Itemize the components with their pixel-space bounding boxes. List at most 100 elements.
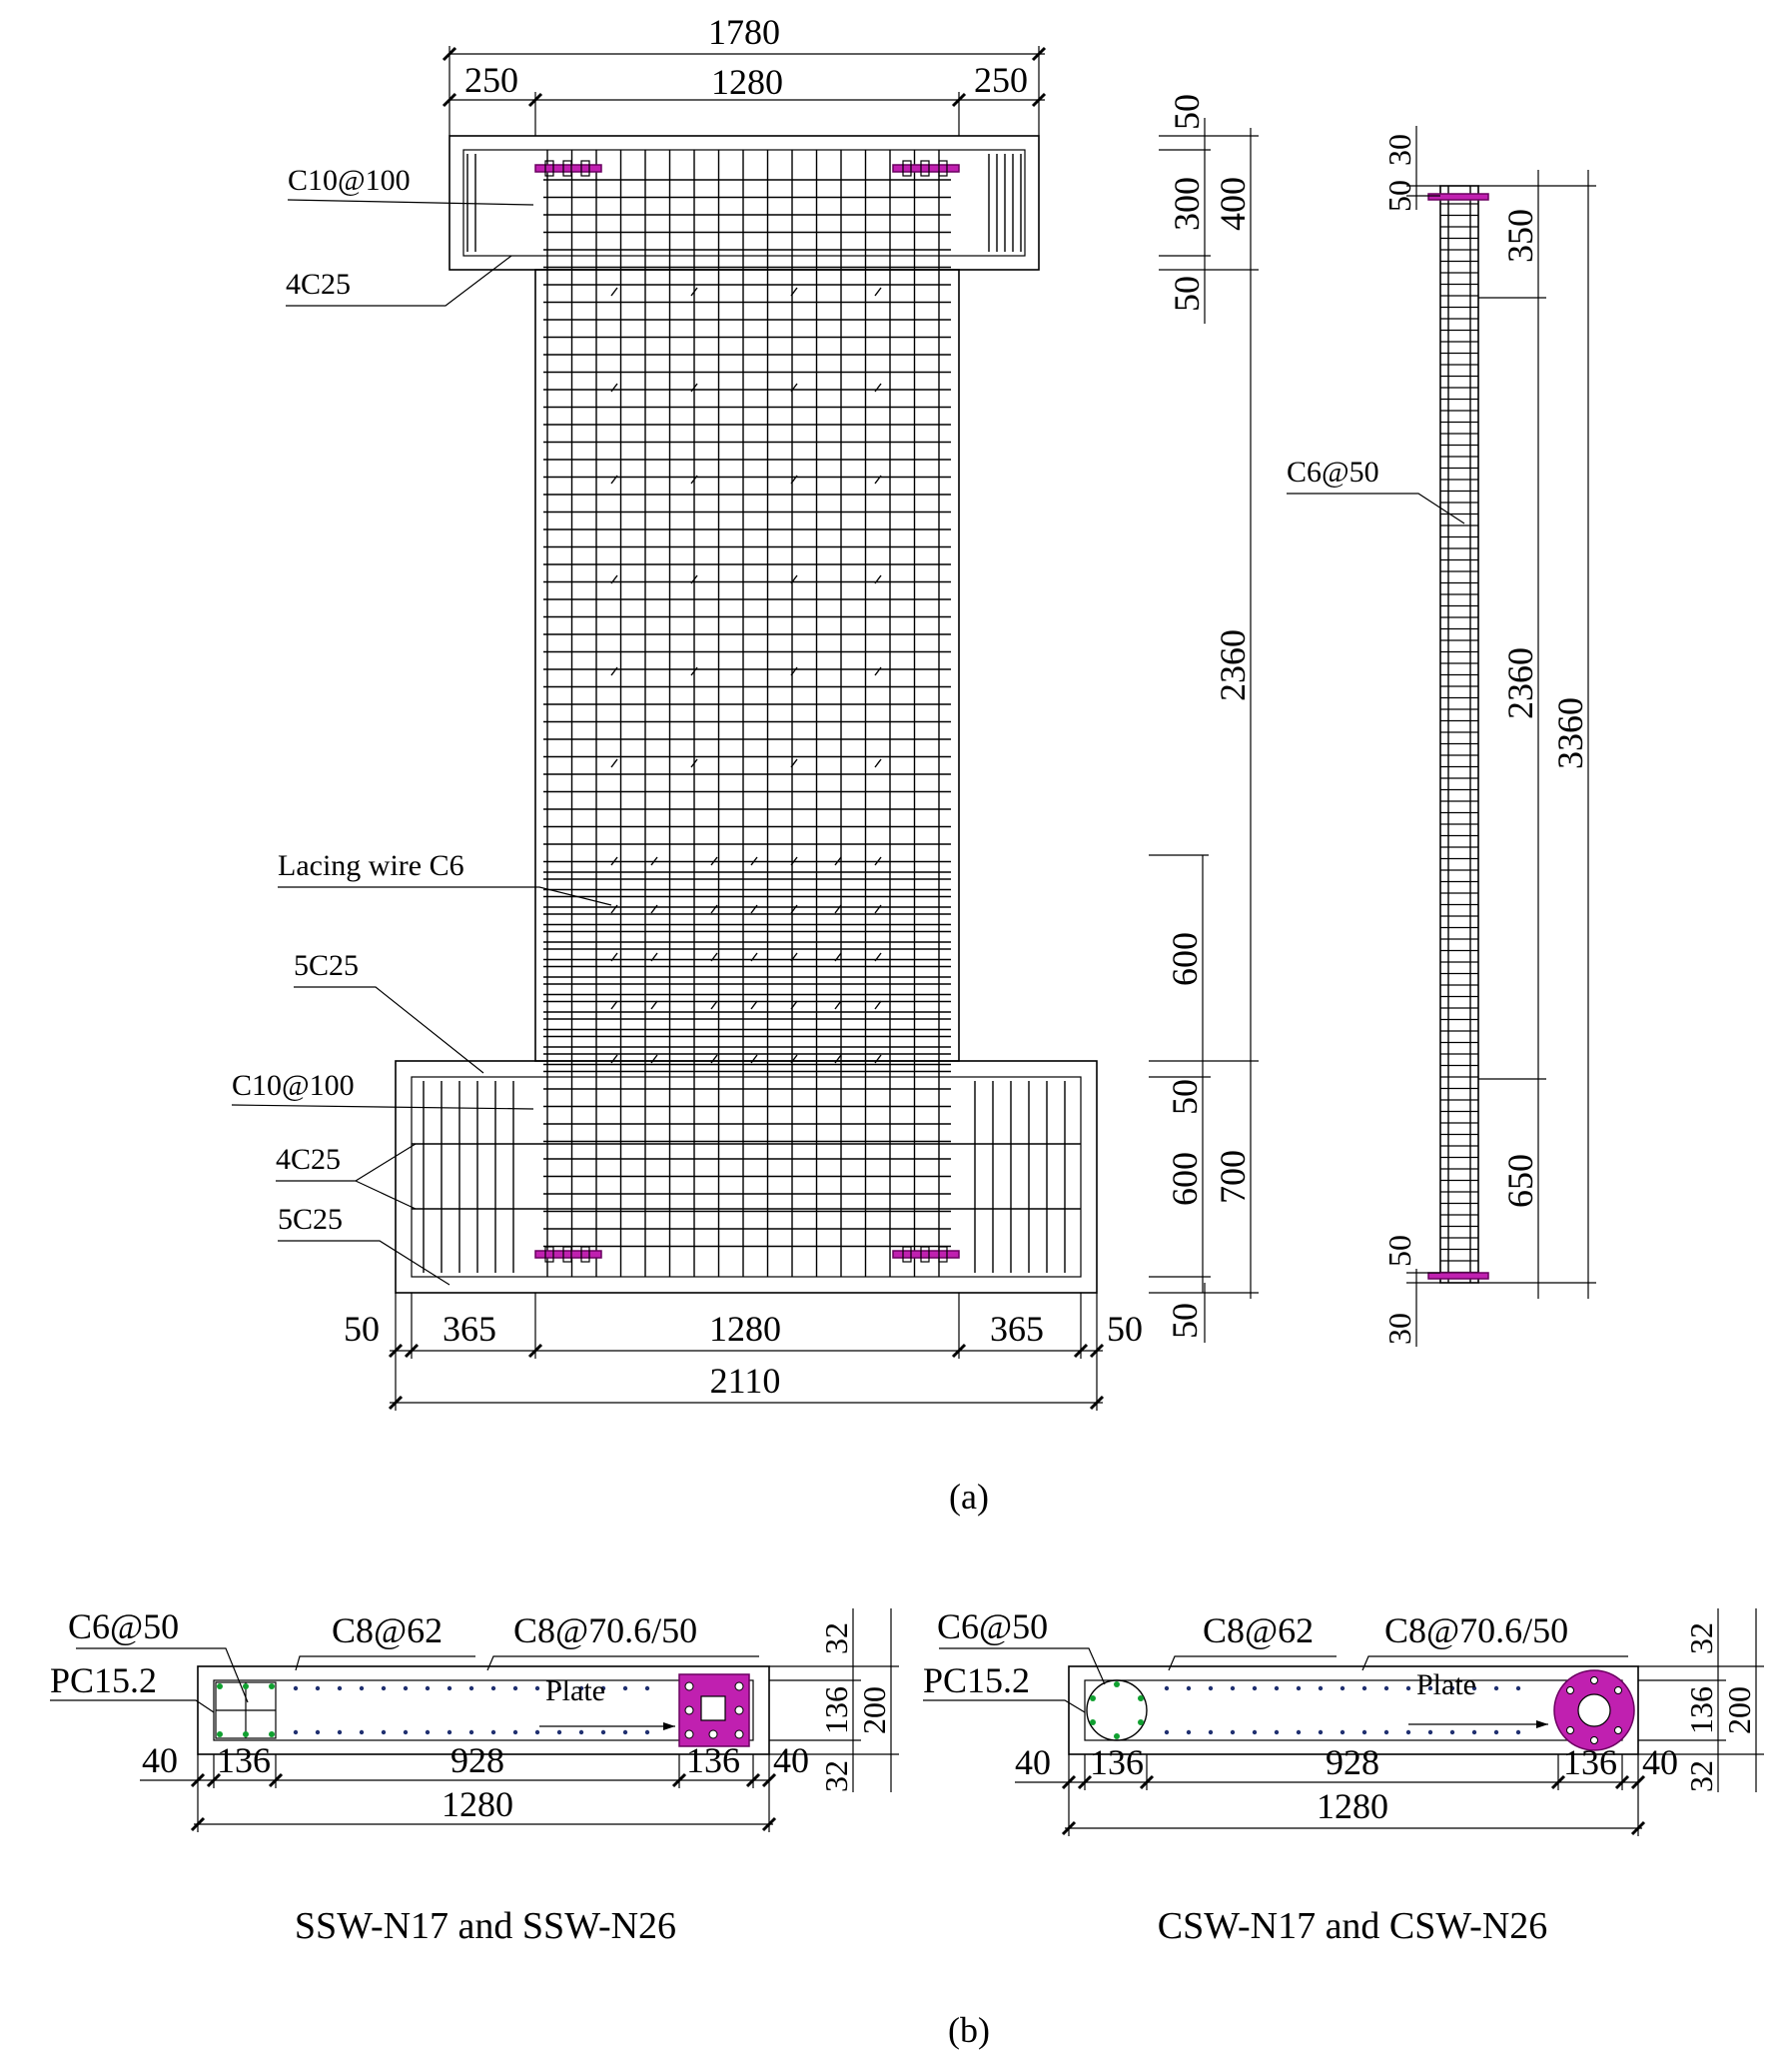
csw-dim-b: 32 — [1683, 1760, 1719, 1792]
csw-label-bar2: C8@70.6/50 — [1384, 1610, 1568, 1650]
lacing-tick — [710, 1000, 718, 1010]
ssw-title: SSW-N17 and SSW-N26 — [295, 1905, 676, 1947]
strand-dot — [269, 1683, 275, 1689]
bar-dot — [1449, 1729, 1455, 1735]
bar-dot — [1252, 1685, 1258, 1691]
bar-dot — [1361, 1685, 1367, 1691]
leader-c10-bottom — [231, 1104, 534, 1110]
leader-4c25-lower-b — [355, 1180, 417, 1210]
lacing-tick — [874, 758, 882, 768]
ssw-label-plate: Plate — [545, 1674, 605, 1707]
lacing-tick — [610, 856, 618, 866]
section-csw: C6@50 PC15.2 C8@62 C8@70.6/50 Plate 40 1… — [923, 1606, 1764, 1947]
lacing-tick — [790, 904, 798, 914]
elevation-dims-right: 50 300 400 50 2360 600 50 600 700 50 — [1149, 94, 1259, 1343]
bar-dot — [1405, 1729, 1411, 1735]
lacing-tick — [750, 952, 758, 962]
bar-dot — [600, 1685, 606, 1691]
lacing-tick — [790, 1000, 798, 1010]
csw-leader-bar1 — [1168, 1655, 1337, 1671]
bar-dot — [534, 1685, 540, 1691]
bar-dot — [534, 1729, 540, 1735]
base-beam-stirrup-frame — [411, 1076, 1082, 1278]
ssw-bar-dots — [217, 1683, 650, 1737]
bar-dot — [490, 1685, 496, 1691]
label-c10-bottom: C10@100 — [232, 1069, 355, 1102]
bar-dot — [556, 1685, 562, 1691]
lacing-tick — [790, 475, 798, 485]
strand-dot — [269, 1731, 275, 1737]
dim-right-base-inner: 600 — [1165, 1152, 1205, 1206]
strand-dot — [1138, 1719, 1144, 1725]
csw-bar-dots — [1090, 1681, 1521, 1739]
bar-dot — [315, 1685, 321, 1691]
dim-right-top-cover: 50 — [1167, 94, 1207, 130]
bar-dot — [1383, 1729, 1389, 1735]
bar-dot — [578, 1729, 584, 1735]
bar-dot — [1208, 1685, 1214, 1691]
side-plate-bottom — [1427, 1272, 1489, 1280]
side-wall-outline — [1439, 185, 1479, 1284]
bar-dot — [1164, 1729, 1170, 1735]
ssw-leader-stirrup — [76, 1647, 249, 1703]
lacing-tick — [610, 574, 618, 584]
lacing-tick — [750, 856, 758, 866]
wall-side-view: C6@50 30 50 50 30 350 2360 650 3360 — [1287, 126, 1596, 1347]
dim-right-cover2: 50 — [1167, 276, 1207, 312]
side-dim-bottom-a: 50 — [1381, 1235, 1417, 1267]
bar-dot — [1361, 1729, 1367, 1735]
lacing-wire-ticks — [610, 287, 882, 1064]
bar-dot — [1383, 1685, 1389, 1691]
csw-steel-plate — [1553, 1669, 1635, 1751]
bar-dot — [578, 1685, 584, 1691]
bar-dot — [1230, 1729, 1236, 1735]
lacing-tick — [790, 574, 798, 584]
dim-top-left: 250 — [464, 60, 518, 100]
anchor-plate-bottom-right — [892, 1246, 960, 1263]
lacing-tick — [874, 383, 882, 393]
dim-top-mid: 1280 — [711, 62, 783, 102]
bar-dot — [644, 1729, 650, 1735]
ssw-dim-b1: 136 — [217, 1740, 271, 1780]
ssw-dim-b: 32 — [818, 1760, 854, 1792]
bar-dot — [1186, 1729, 1192, 1735]
label-c10-top: C10@100 — [288, 164, 411, 197]
lacing-tick — [874, 1054, 882, 1064]
csw-dim-c1: 40 — [1015, 1742, 1051, 1782]
ssw-leader-bar1 — [295, 1655, 475, 1671]
side-dim-top: 350 — [1500, 209, 1540, 263]
bar-dot — [1515, 1685, 1521, 1691]
strand-dot — [1138, 1695, 1144, 1701]
lacing-tick — [650, 1000, 658, 1010]
bar-dot — [1296, 1685, 1302, 1691]
lacing-tick — [610, 1000, 618, 1010]
bar-dot — [1164, 1685, 1170, 1691]
bar-dot — [381, 1729, 387, 1735]
leader-5c25-upper — [294, 986, 484, 1074]
csw-dim-overall-h: 200 — [1721, 1686, 1757, 1734]
csw-circle-boundary — [1086, 1679, 1148, 1741]
lacing-tick — [610, 475, 618, 485]
lacing-tick — [610, 666, 618, 676]
side-dim-top-b: 30 — [1381, 134, 1417, 166]
csw-dim-b1: 136 — [1090, 1742, 1144, 1782]
bar-dot — [512, 1685, 518, 1691]
lacing-tick — [834, 1054, 842, 1064]
bar-dot — [1471, 1685, 1477, 1691]
side-stirrups — [1440, 203, 1478, 1274]
elevation-dims-top: 1780 250 1280 250 — [442, 12, 1047, 136]
bar-dot — [1318, 1729, 1324, 1735]
bar-dot — [1405, 1685, 1411, 1691]
bar-dot — [337, 1685, 343, 1691]
bar-dot — [1427, 1685, 1433, 1691]
bar-dot — [1471, 1729, 1477, 1735]
lacing-tick — [610, 758, 618, 768]
csw-leader-strand — [923, 1699, 1086, 1713]
lacing-tick — [790, 758, 798, 768]
side-dim-bottom-b: 30 — [1381, 1313, 1417, 1345]
bar-dot — [622, 1729, 628, 1735]
dim-top-overall: 1780 — [708, 12, 780, 52]
bar-dot — [1318, 1685, 1324, 1691]
lacing-tick — [834, 904, 842, 914]
ssw-leader-strand — [50, 1699, 215, 1713]
